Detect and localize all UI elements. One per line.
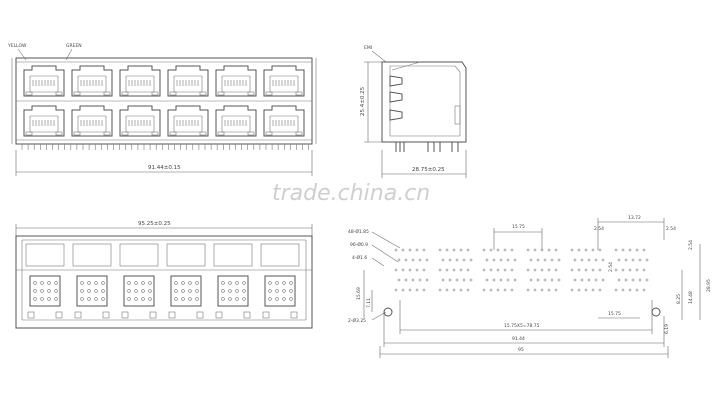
led-indicator <box>73 91 81 96</box>
dim-254-a: 2.54 <box>594 226 604 232</box>
dim-254-c: 2.54 <box>688 240 694 250</box>
hole-48-label: 48-Ø1.85 <box>348 228 369 235</box>
led-indicator <box>199 91 207 96</box>
front-width-dim: 91.44±0.15 <box>148 165 181 171</box>
dim-619: 6.19 <box>664 324 670 334</box>
footprint-group <box>570 248 605 292</box>
footprint-group <box>438 248 473 292</box>
bottom-module <box>25 243 65 319</box>
bottom-module <box>72 243 112 319</box>
dim-1372: 13.72 <box>628 215 641 221</box>
rj45-port <box>215 65 257 97</box>
hole-96-label: 96-Ø0.9 <box>350 241 368 248</box>
bottom-width-dim: 95.25±0.25 <box>138 221 171 227</box>
front-view: YELLOW GREEN 91.44±0.15 <box>7 43 317 176</box>
dim-1448: 14.48 <box>688 291 694 304</box>
mount-hole-right <box>651 307 661 317</box>
rj45-port <box>71 105 113 137</box>
bottom-view: 95.25±0.25 <box>15 221 313 329</box>
footprint-group <box>394 248 429 292</box>
led-indicator <box>265 131 273 136</box>
bottom-module <box>213 243 253 319</box>
led-indicator <box>121 91 129 96</box>
led-indicator <box>217 91 225 96</box>
led-indicator <box>247 131 255 136</box>
led-indicator <box>151 91 159 96</box>
watermark: trade.china.cn <box>272 181 430 206</box>
rj45-port <box>215 105 257 137</box>
led-indicator <box>25 131 33 136</box>
led-indicator <box>55 131 63 136</box>
side-height-dim: 25.4±0.25 <box>360 86 366 116</box>
dim-95: 95 <box>518 347 524 353</box>
side-body <box>381 61 467 143</box>
side-depth-dim: 28.75±0.25 <box>412 167 445 173</box>
dim-711: 7.11 <box>366 298 372 308</box>
led-indicator <box>295 91 303 96</box>
dim-1575x5: 15.75X5=78.75 <box>504 323 540 329</box>
dim-825: 8.25 <box>676 294 682 304</box>
led-indicator <box>103 91 111 96</box>
side-view: EMI 25.4±0.25 28.75±0.25 <box>360 45 467 178</box>
label-emi: EMI <box>364 45 372 51</box>
rj45-port <box>119 65 161 97</box>
led-indicator <box>169 91 177 96</box>
rj45-port <box>119 105 161 137</box>
dim-254-b: 2.54 <box>666 226 676 232</box>
dim-2895: 28.95 <box>706 279 712 292</box>
led-indicator <box>121 131 129 136</box>
dim-1575-mid: 15.75 <box>608 311 621 317</box>
dim-9144: 91.44 <box>512 336 525 342</box>
led-indicator <box>25 91 33 96</box>
rj45-port <box>263 65 305 97</box>
footprint-group <box>482 248 517 292</box>
bottom-module <box>119 243 159 319</box>
led-indicator <box>217 131 225 136</box>
rj45-port <box>71 65 113 97</box>
rj45-port <box>23 105 65 137</box>
led-indicator <box>55 91 63 96</box>
led-indicator <box>151 131 159 136</box>
led-indicator <box>295 131 303 136</box>
led-indicator <box>199 131 207 136</box>
label-yellow: YELLOW <box>7 43 27 49</box>
dim-1569: 15.69 <box>356 287 362 300</box>
bottom-module <box>166 243 206 319</box>
footprint-group <box>614 248 649 292</box>
led-indicator <box>103 131 111 136</box>
bottom-module <box>260 243 300 319</box>
led-indicator <box>247 91 255 96</box>
rj45-port <box>167 65 209 97</box>
dim-254-d: 2.54 <box>608 262 614 272</box>
rj45-port <box>23 65 65 97</box>
hole-4-label: 4-Ø1.6 <box>352 254 367 261</box>
rj45-port <box>167 105 209 137</box>
rj45-port <box>263 105 305 137</box>
label-green: GREEN <box>66 43 82 49</box>
footprint-group <box>526 248 561 292</box>
led-indicator <box>169 131 177 136</box>
dim-1575-top: 15.75 <box>512 224 525 230</box>
pcb-footprint: 48-Ø1.85 96-Ø0.9 4-Ø1.6 2-Ø3.25 15.75 13… <box>348 215 712 358</box>
led-indicator <box>73 131 81 136</box>
bottom-housing <box>15 235 313 329</box>
mount-hole-left <box>383 307 393 317</box>
led-indicator <box>265 91 273 96</box>
hole-2-label: 2-Ø3.25 <box>348 317 366 324</box>
